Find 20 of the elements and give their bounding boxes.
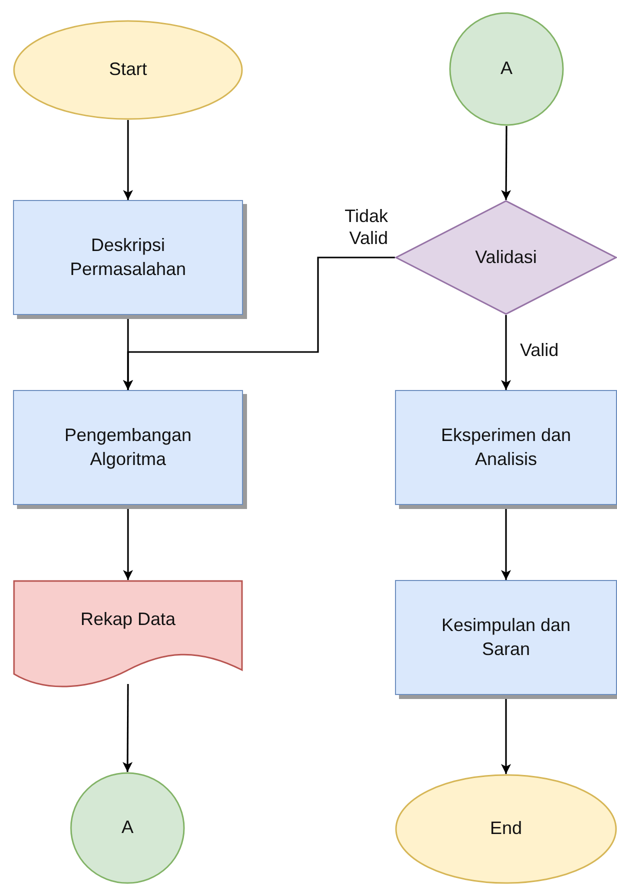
- node-label: Eksperimen dan Analisis: [440, 424, 572, 470]
- node-label: Rekap Data: [79, 608, 177, 631]
- node-label: Deskripsi Permasalahan: [68, 234, 188, 280]
- terminal-ellipse: [395, 774, 617, 884]
- node-label: Pengembangan Algoritma: [63, 424, 193, 471]
- arrow: [123, 256, 395, 390]
- arrow: [123, 120, 133, 200]
- node-label: Validasi: [474, 246, 538, 269]
- node-label: End: [488, 817, 524, 840]
- decision-diamond: [395, 200, 617, 315]
- terminal-ellipse: [13, 20, 243, 120]
- arrow: [501, 315, 511, 390]
- connector-circle: [70, 772, 185, 884]
- node-label: Kesimpulan dan Saran: [440, 614, 572, 660]
- node-label: A: [499, 57, 514, 80]
- node-label: Start: [108, 58, 148, 82]
- node-label: A: [120, 816, 134, 840]
- arrow: [122, 684, 133, 772]
- connector-circle: [449, 12, 564, 126]
- arrow: [501, 126, 512, 200]
